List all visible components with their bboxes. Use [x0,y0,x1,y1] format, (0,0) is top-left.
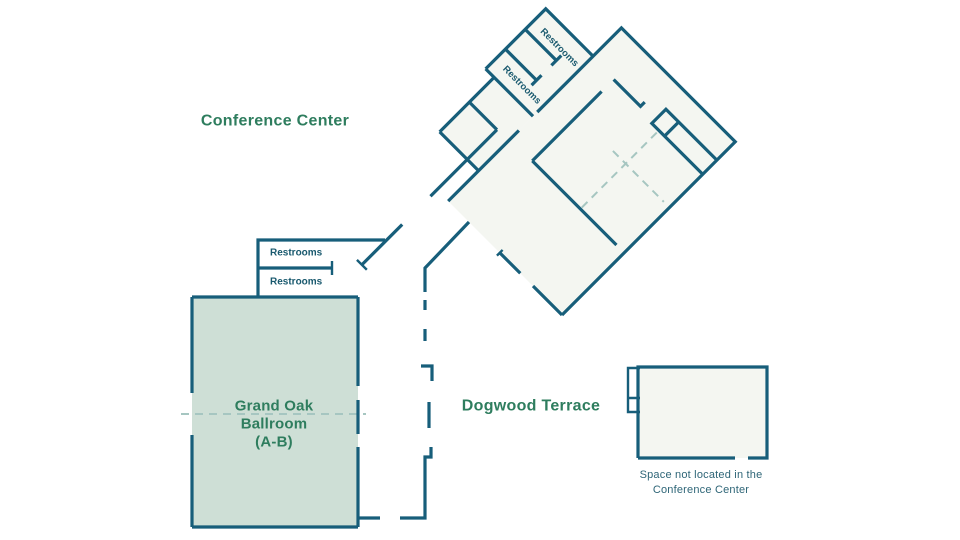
detached-note-line2: Conference Center [653,484,749,496]
corridor-right-walls [358,220,471,520]
restrooms-upper-label: Restrooms [270,248,323,259]
wing-restroom-strip-fill [485,8,594,117]
detached-room-closets [626,366,640,414]
wing-restrooms-walls [484,6,595,118]
conference-center-title: Conference Center [201,113,349,130]
ballroom-fill [192,297,358,527]
grand-oak-ballroom: Grand Oak Ballroom (A-B) [181,295,366,529]
corridor-door-jambs [356,249,504,271]
conference-wing: Restrooms Restrooms [356,6,738,317]
wing-main-room-fill [448,27,736,315]
wing-corner-room [649,106,718,176]
ballroom-label-line3: (A-B) [255,434,293,451]
restrooms-box-walls [256,238,385,297]
detached-note-line1: Space not located in the [640,469,763,481]
wing-left-strip-walls [438,76,499,172]
wing-outer-walls [447,25,738,317]
ballroom-label-line1: Grand Oak [235,398,314,415]
detached-room-fill [638,367,767,458]
restrooms-lower-label: Restrooms [270,277,323,288]
restrooms-box: Restrooms Restrooms [256,238,385,297]
dogwood-terrace-label: Dogwood Terrace [462,398,600,415]
detached-space: Space not located in the Conference Cent… [626,365,769,496]
ballroom-walls [190,295,360,529]
wing-inner-partitions [531,78,646,247]
corridor-upper-wall [360,128,499,266]
wing-left-strip-fill [439,77,534,171]
dogwood-corridor [358,220,471,520]
ballroom-label-line2: Ballroom [241,416,308,433]
